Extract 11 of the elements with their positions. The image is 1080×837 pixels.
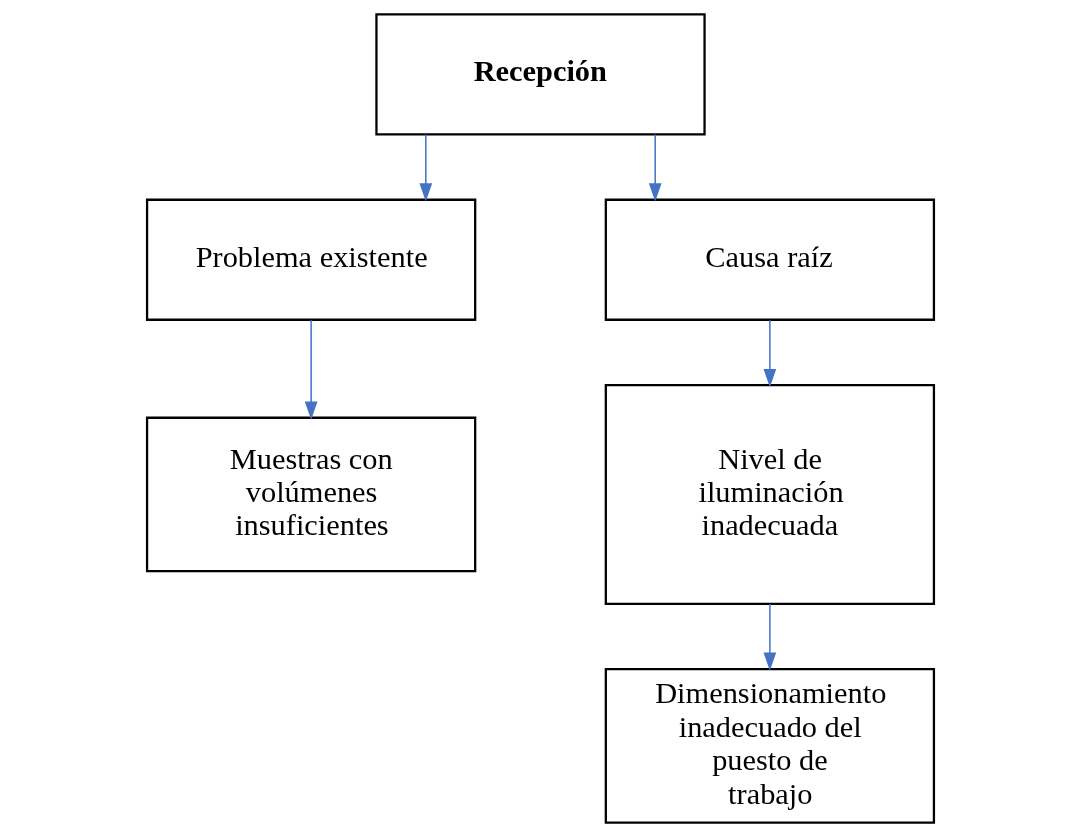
node-box: Problema existente xyxy=(145,198,476,321)
arrow xyxy=(304,319,318,420)
node-box: Dimensionamiento inadecuado del puesto de trabajo xyxy=(604,668,935,824)
arrow xyxy=(762,319,776,388)
node-box: Causa raíz xyxy=(604,198,935,321)
node-box: Nivel de iluminación inadecuada xyxy=(604,383,935,605)
arrow xyxy=(418,133,432,202)
arrow xyxy=(762,603,776,671)
arrow xyxy=(648,133,662,202)
node-box: Muestras con volúmenes insuficientes xyxy=(145,416,476,573)
node-box: Recepción xyxy=(374,13,706,136)
